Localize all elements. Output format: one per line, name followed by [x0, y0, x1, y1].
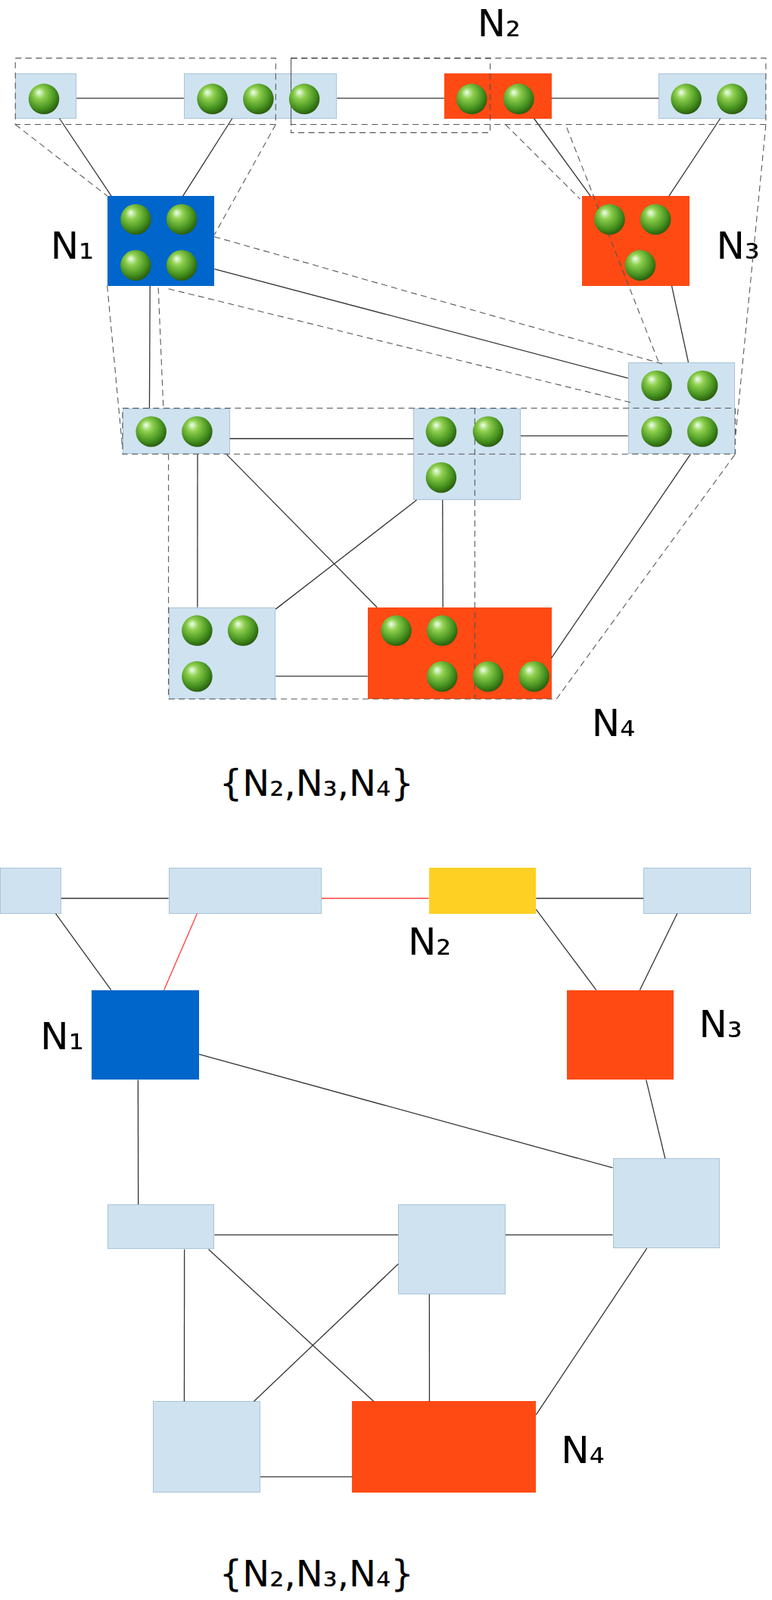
graph-edge [253, 1264, 399, 1403]
labelled-set-box: N₁ [107, 196, 215, 287]
graph-edge [429, 1294, 430, 1403]
graph-edge [275, 500, 417, 610]
labelled-set-box: N₂ [444, 73, 552, 119]
dashed-outline [505, 124, 580, 200]
graph-edge [505, 1235, 614, 1236]
dashed-outline [291, 58, 766, 125]
graph-edge [208, 1249, 374, 1402]
graph-edge [183, 118, 233, 197]
labelled-set-box: N₄ [367, 607, 552, 700]
graph-edge [275, 675, 368, 677]
graph-edge [535, 1248, 647, 1416]
graph-edge [336, 97, 445, 99]
graph-box [628, 362, 736, 455]
graph-edge [520, 435, 629, 436]
labelled-set-box: N₂ [429, 868, 537, 915]
graph-edge [76, 97, 184, 99]
dashed-outline [214, 124, 276, 236]
labelled-set-box: N₁ [91, 990, 200, 1081]
graph-edge [533, 118, 591, 197]
graph-box [168, 868, 322, 915]
graph-edge [59, 118, 112, 197]
graph-box [15, 73, 77, 119]
set-label: N₄ [591, 704, 636, 743]
graph-box [183, 73, 337, 119]
graph-edge [199, 1055, 613, 1169]
graph-edge [230, 438, 415, 439]
sphere-group [28, 84, 748, 693]
dashed-outline [107, 286, 123, 450]
graph-edge [442, 500, 444, 608]
set-label: N₂ [477, 4, 521, 43]
graph-box [168, 607, 277, 700]
labelled-set-box: N₃ [582, 196, 690, 287]
graph-edge [669, 118, 721, 197]
graph-edge [672, 286, 689, 363]
graph-box [413, 408, 521, 501]
graph-edge [226, 454, 377, 608]
dashed-outline [158, 287, 164, 408]
graph-box [152, 1401, 261, 1493]
labelled-set-box: N₄ [351, 1401, 536, 1493]
graph-edge [164, 914, 198, 991]
graph-edge [214, 1235, 399, 1236]
graph-edge [149, 286, 151, 409]
graph-edge [56, 914, 112, 991]
set-label: N₃ [715, 227, 760, 265]
labelled-set-box: N₃ [566, 990, 675, 1081]
graph-edge [61, 898, 169, 900]
graph-edge [260, 1476, 352, 1478]
graph-edge [639, 914, 677, 991]
graph-edge [196, 454, 198, 608]
graph-edge [321, 898, 430, 900]
graph-edge [535, 898, 644, 900]
set-label: N₃ [698, 1005, 742, 1044]
dashed-outline [168, 289, 634, 404]
graph-box [613, 1158, 721, 1249]
graph-box [107, 1204, 215, 1250]
graph-edge [535, 909, 596, 990]
graph-box [643, 868, 751, 915]
graph-box [398, 1204, 506, 1295]
graph-box [658, 73, 766, 119]
graph-edge [183, 1249, 185, 1402]
dashed-outlines [15, 58, 766, 700]
set-label: N₁ [40, 1017, 84, 1056]
graph-edge [137, 1080, 140, 1205]
set-label: N₁ [50, 227, 94, 265]
set-label: N₄ [560, 1431, 604, 1470]
set-caption: {N₂,N₃,N₄} [219, 765, 415, 802]
graph-box [122, 408, 231, 455]
graph-edge [646, 1080, 666, 1159]
set-label: N₂ [407, 923, 452, 962]
dashed-outline [15, 124, 107, 197]
graph-edge [214, 269, 628, 379]
set-caption: {N₂,N₃,N₄} [219, 1556, 415, 1593]
graph-edge [551, 454, 692, 659]
dashed-outline [734, 124, 766, 439]
graph-box [0, 868, 62, 915]
graph-edge [551, 97, 660, 99]
